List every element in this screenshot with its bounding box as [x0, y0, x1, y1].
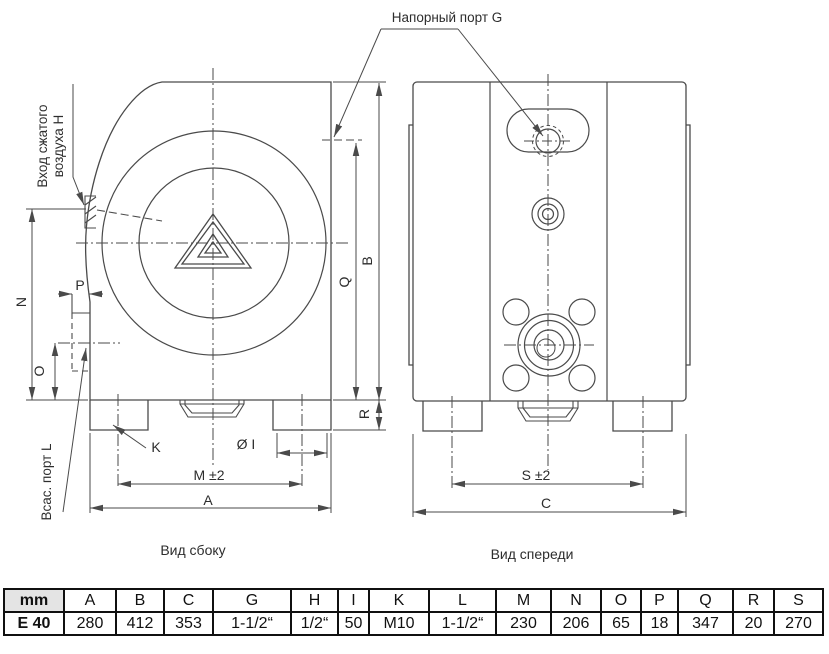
dim-p: P: [75, 277, 84, 293]
table-cell-g: 1-1/2“: [212, 611, 292, 636]
side-dimensions: [26, 81, 386, 513]
dim-c: C: [541, 495, 551, 511]
table-cell-h: 1/2“: [290, 611, 339, 636]
table-header-l: L: [428, 588, 497, 613]
table-header-a: A: [63, 588, 117, 613]
table-header-i: I: [337, 588, 370, 613]
front-dimensions: [412, 434, 687, 517]
table-header-m: M: [495, 588, 552, 613]
pressure-port-label: Напорный порт G: [392, 10, 503, 25]
front-bottom-bracket: [517, 401, 579, 422]
table-cell-s: 270: [773, 611, 824, 636]
dim-n: N: [13, 297, 29, 307]
dim-i: Ø I: [237, 436, 256, 452]
front-feet: [422, 401, 673, 432]
air-inlet-label-line2: воздуха Н: [51, 115, 66, 178]
table-header-n: N: [550, 588, 602, 613]
front-dimension-labels: S ±2 C Вид спереди: [491, 467, 574, 562]
table-cell-o: 65: [600, 611, 642, 636]
side-view: [26, 68, 386, 513]
table-cell-p: 18: [640, 611, 679, 636]
dim-q: Q: [336, 276, 352, 287]
dim-k: K: [151, 439, 161, 455]
suction-port-label: Всас. порт L: [39, 443, 54, 520]
side-centerlines: [76, 68, 350, 488]
table-header-mm: mm: [3, 588, 65, 613]
air-inlet-label-line1: Вход сжатого: [35, 104, 50, 187]
table-cell-l: 1-1/2“: [428, 611, 497, 636]
table-cell-m: 230: [495, 611, 552, 636]
table-cell-a: 280: [63, 611, 117, 636]
table-header-b: B: [115, 588, 165, 613]
table-header-q: Q: [677, 588, 734, 613]
callout-labels: Напорный порт G Вход сжатого воздуха Н В…: [35, 10, 502, 521]
front-centerlines: [451, 74, 644, 488]
table-data-row: E 40 280 412 353 1-1/2“ 1/2“ 50 M10 1-1/…: [3, 611, 824, 636]
dim-r: R: [356, 409, 372, 419]
table-cell-q: 347: [677, 611, 734, 636]
dim-o: O: [31, 365, 47, 376]
dim-b: B: [359, 256, 375, 265]
technical-drawing: N O P Q B R K Ø I M ±2 A Вид сбоку: [13, 10, 691, 562]
table-header-p: P: [640, 588, 679, 613]
table-header-g: G: [212, 588, 292, 613]
table-header-s: S: [773, 588, 824, 613]
pump-body-front: [408, 81, 691, 402]
table-cell-b: 412: [115, 611, 165, 636]
dim-s: S ±2: [522, 467, 551, 483]
table-cell-c: 353: [163, 611, 214, 636]
table-cell-i: 50: [337, 611, 370, 636]
side-dimension-labels: N O P Q B R K Ø I M ±2 A Вид сбоку: [13, 256, 375, 558]
table-header-r: R: [732, 588, 775, 613]
dimension-table: mm A B C G H I K L M N O P Q R S E 40 28…: [3, 588, 824, 636]
table-cell-r: 20: [732, 611, 775, 636]
dim-a: A: [203, 492, 213, 508]
table-cell-model: E 40: [3, 611, 65, 636]
dim-m: M ±2: [193, 467, 224, 483]
front-view: [408, 74, 691, 517]
table-header-o: O: [600, 588, 642, 613]
table-header-k: K: [368, 588, 430, 613]
table-header-row: mm A B C G H I K L M N O P Q R S: [3, 588, 824, 613]
table-header-h: H: [290, 588, 339, 613]
suction-port-l-hidden: [58, 294, 120, 372]
table-cell-k: M10: [368, 611, 430, 636]
table-cell-n: 206: [550, 611, 602, 636]
side-bottom-bracket: [179, 400, 245, 418]
table-header-c: C: [163, 588, 214, 613]
caption-side-view: Вид сбоку: [160, 542, 225, 558]
callout-leaders: [62, 28, 544, 513]
caption-front-view: Вид спереди: [491, 546, 574, 562]
air-inlet-port-h: [84, 195, 163, 229]
